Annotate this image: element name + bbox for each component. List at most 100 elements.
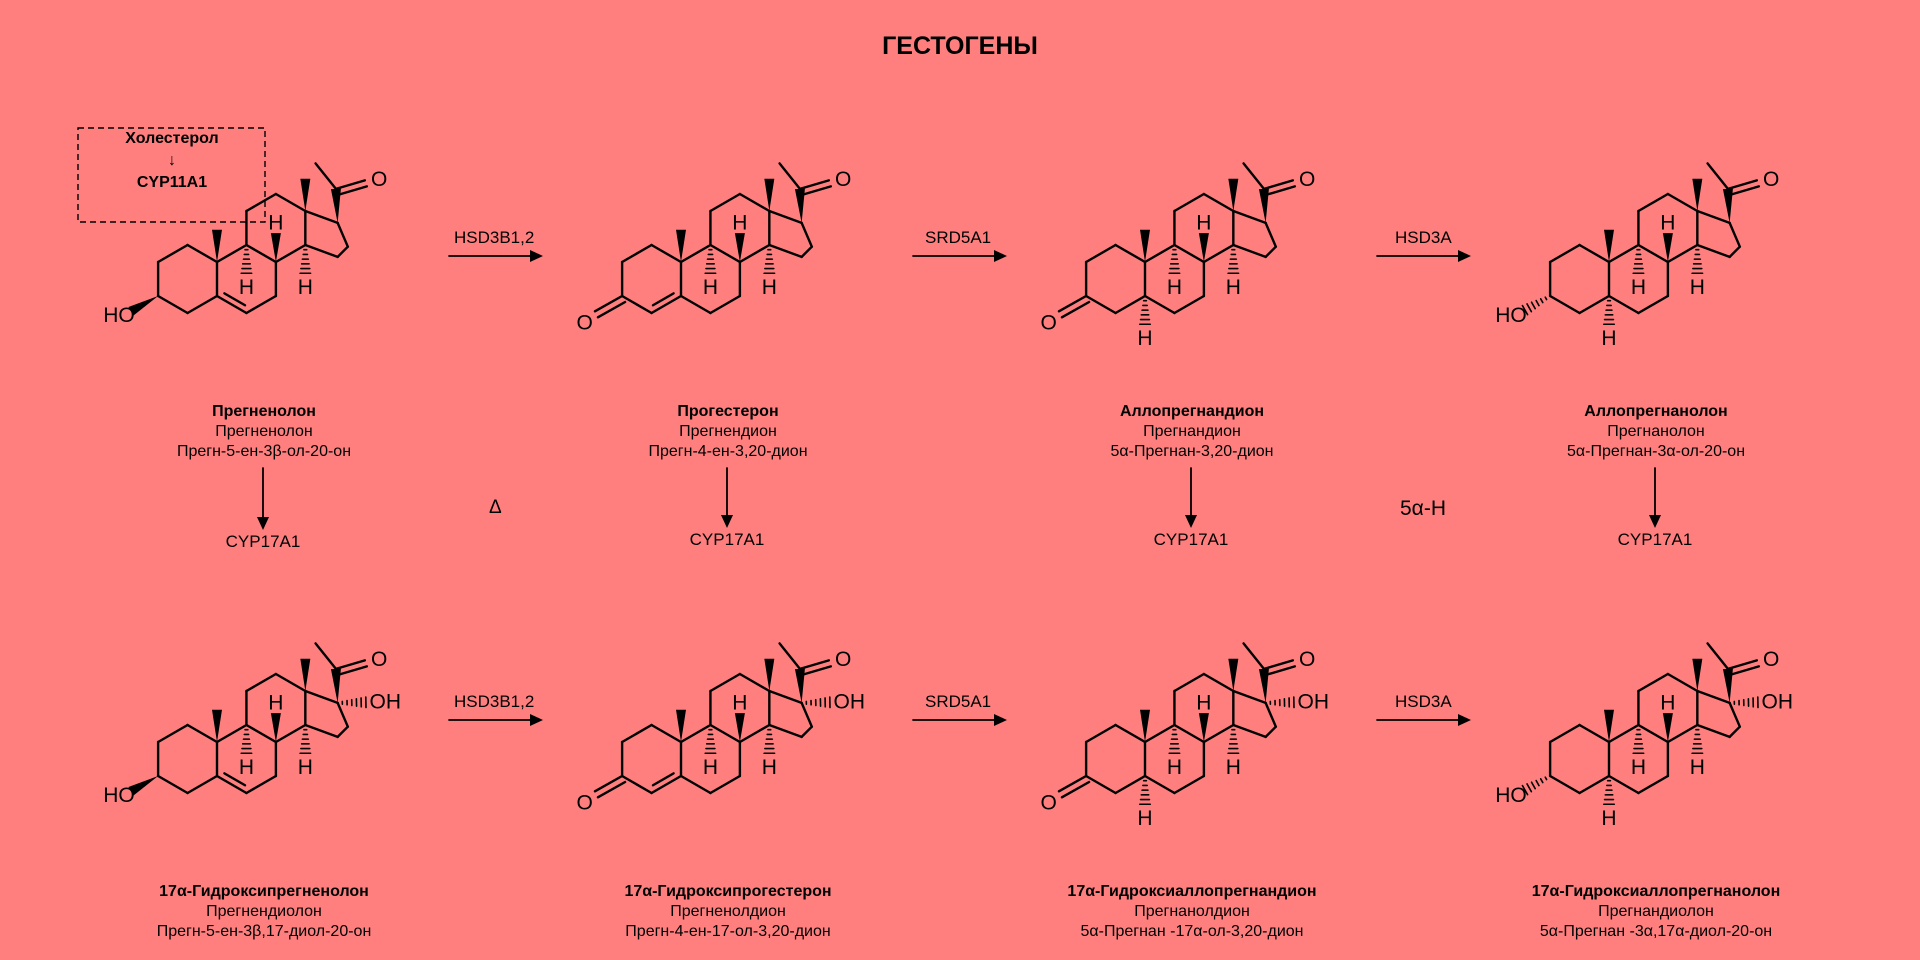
wedge-bond <box>794 668 805 703</box>
h5-label: H <box>1137 327 1152 350</box>
h14-label: H <box>1226 756 1241 779</box>
h14-label: H <box>1690 276 1705 299</box>
h14-label: H <box>298 756 313 779</box>
wedge-bond <box>212 709 222 742</box>
h9-label: H <box>1631 276 1646 299</box>
c3-hydroxyl-label: HO <box>103 784 135 807</box>
wedge-bond <box>270 233 281 262</box>
arrow-head <box>994 714 1007 726</box>
h14-label: H <box>762 756 777 779</box>
h8-label: H <box>268 691 283 714</box>
precursor-box-label: Холестерол ↓ CYP11A1 <box>80 128 264 222</box>
wedge-bond <box>128 296 159 316</box>
arrow-head <box>257 517 269 530</box>
wedge-bond <box>300 658 311 691</box>
enzyme-cyp17a1-1: CYP17A1 <box>225 532 301 551</box>
wedge-bond <box>1140 709 1150 742</box>
c20-oxygen-label: O <box>1763 648 1779 671</box>
five-alpha-note: 5α-H <box>1400 497 1446 520</box>
c3-hydroxyl-label: HO <box>1495 304 1527 327</box>
arrow-cyp17a1-3 <box>1185 467 1197 528</box>
c20-oxygen-label: O <box>371 648 387 671</box>
h14-label: H <box>1226 276 1241 299</box>
wedge-bond <box>212 229 222 262</box>
h8-label: H <box>1196 211 1211 234</box>
arrow-head <box>1185 515 1197 528</box>
c20-oxygen-label: O <box>835 168 851 191</box>
enzyme-hsd3a-bottom: HSD3A <box>1395 692 1452 711</box>
arrow-head <box>1458 714 1471 726</box>
arrow-head <box>530 714 543 726</box>
h5-label: H <box>1601 807 1616 830</box>
wedge-bond <box>764 658 775 691</box>
arrow-head <box>530 250 543 262</box>
enzyme-cyp17a1-3: CYP17A1 <box>1153 530 1229 549</box>
h14-label: H <box>298 276 313 299</box>
c3-oxygen-label: O <box>1041 792 1057 815</box>
enzyme-srd5a1-bottom: SRD5A1 <box>925 692 992 711</box>
arrow-cyp17a1-1 <box>257 467 269 530</box>
wedge-bond <box>676 709 686 742</box>
h5-label: H <box>1601 327 1616 350</box>
wedge-bond <box>1692 658 1703 691</box>
wedge-bond <box>1662 713 1673 742</box>
h9-label: H <box>703 756 718 779</box>
c3-oxygen-label: O <box>577 312 593 335</box>
c3-hydroxyl-label: HO <box>103 304 135 327</box>
arrow-srd5a1-top <box>912 250 1007 262</box>
wedge-bond <box>1662 233 1673 262</box>
cyp11a1-label: CYP11A1 <box>136 174 208 191</box>
h9-label: H <box>703 276 718 299</box>
wedge-bond <box>676 229 686 262</box>
h9-label: H <box>239 756 254 779</box>
wedge-bond <box>330 188 341 223</box>
h14-label: H <box>1690 756 1705 779</box>
h8-label: H <box>1196 691 1211 714</box>
h14-label: H <box>762 276 777 299</box>
hydroxyprogesterone-structure: H H H OH O O <box>577 642 865 815</box>
wedge-bond <box>1140 229 1150 262</box>
c3-oxygen-label: O <box>577 792 593 815</box>
oh17-label: OH <box>369 691 401 714</box>
wedge-bond <box>330 668 341 703</box>
wedge-bond <box>1722 668 1733 703</box>
h8-label: H <box>1660 211 1675 234</box>
h8-label: H <box>732 691 747 714</box>
arrow-hsd3a-top <box>1376 250 1471 262</box>
c20-oxygen-label: O <box>835 648 851 671</box>
wedge-bond <box>1258 188 1269 223</box>
wedge-bond <box>1604 229 1614 262</box>
cholesterol-label: Холестерол <box>125 130 219 147</box>
h9-label: H <box>1167 756 1182 779</box>
c3-oxygen-label: O <box>1041 312 1057 335</box>
wedge-bond <box>128 776 159 796</box>
enzyme-srd5a1-top: SRD5A1 <box>925 228 992 247</box>
arrow-hsd3b-top <box>448 250 543 262</box>
wedge-bond <box>1692 178 1703 211</box>
arrow-cyp17a1-4 <box>1649 467 1661 528</box>
c3-hydroxyl-label: HO <box>1495 784 1527 807</box>
precursor-dashed-box <box>77 127 266 223</box>
wedge-bond <box>1198 233 1209 262</box>
oh17-label: OH <box>833 691 865 714</box>
wedge-bond <box>734 713 745 742</box>
wedge-bond <box>300 178 311 211</box>
enzyme-cyp17a1-4: CYP17A1 <box>1617 530 1693 549</box>
arrow-hsd3b-bottom <box>448 714 543 726</box>
oh17-label: OH <box>1761 691 1793 714</box>
wedge-bond <box>1722 188 1733 223</box>
arrow-head <box>994 250 1007 262</box>
oh17-label: OH <box>1297 691 1329 714</box>
